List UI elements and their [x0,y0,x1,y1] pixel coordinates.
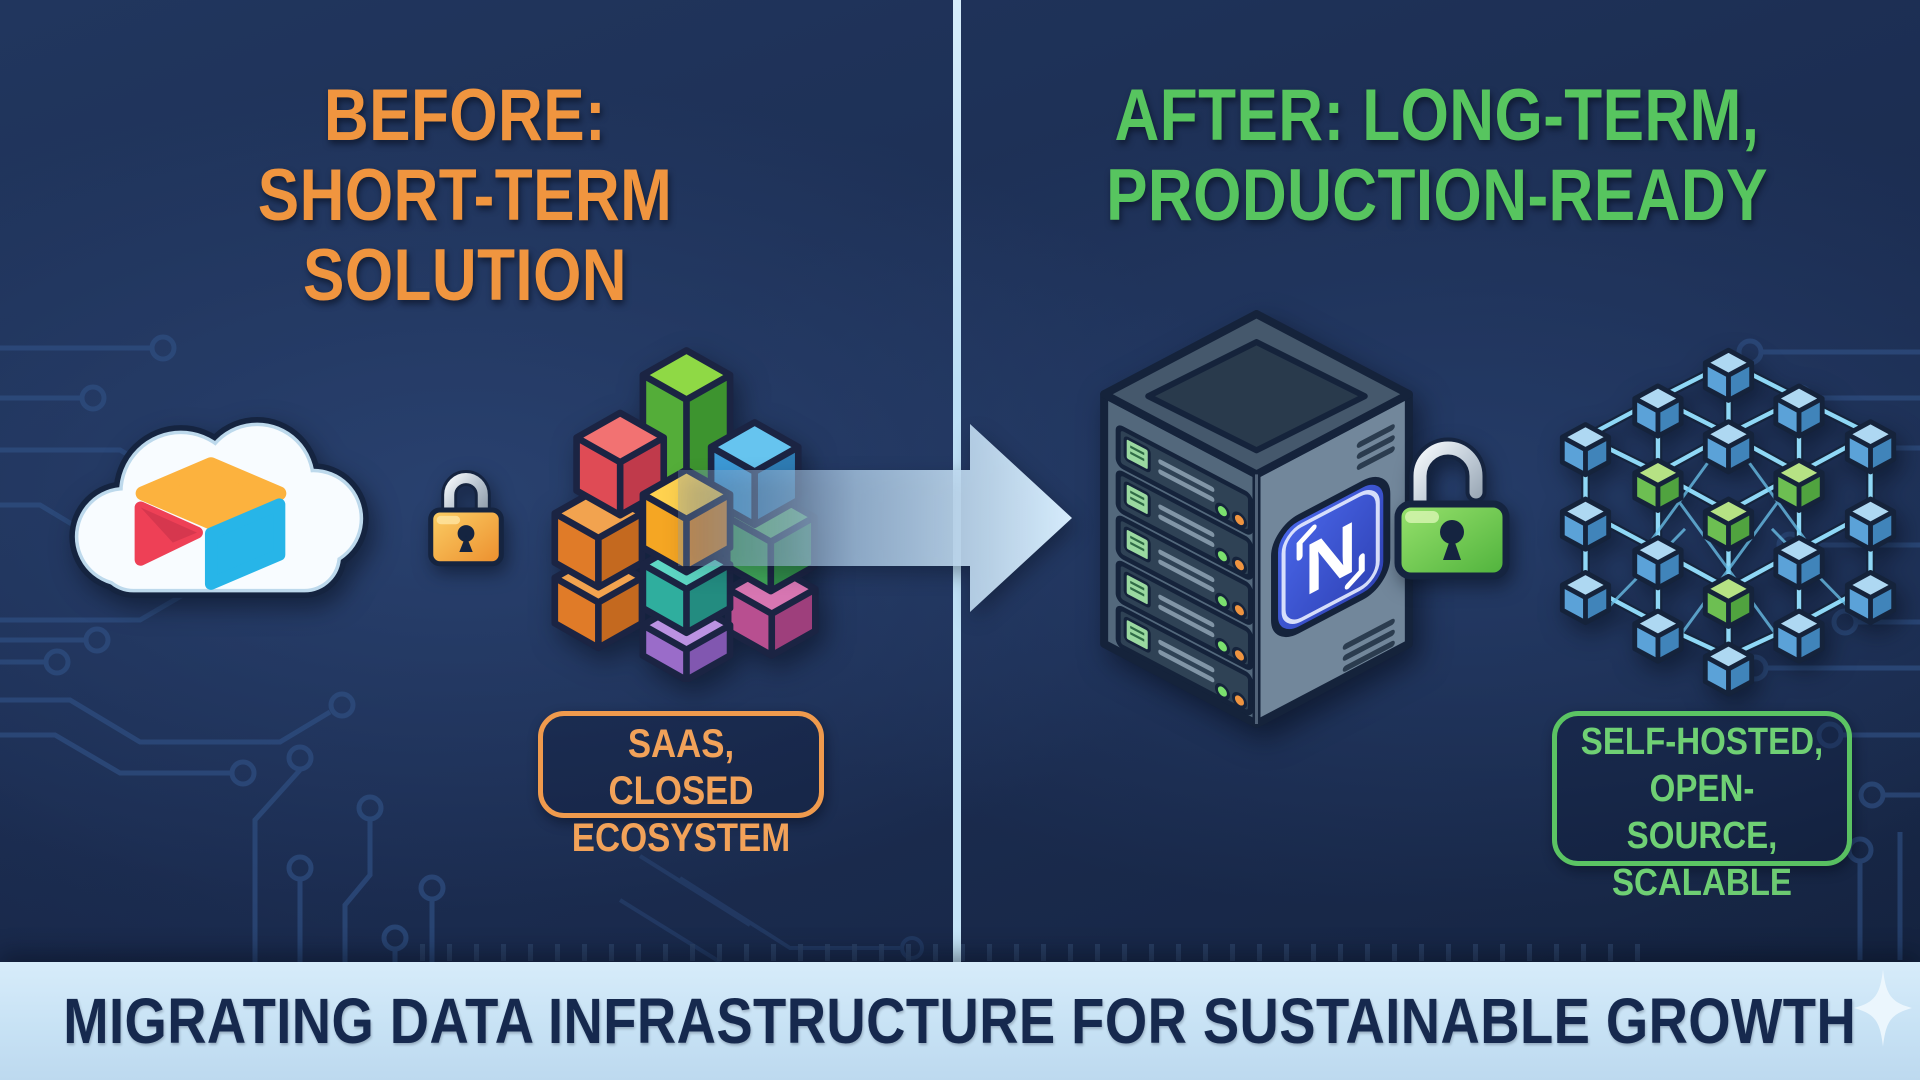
after-badge-line3: SCALABLE [1611,862,1792,904]
after-heading: AFTER: LONG-TERM, PRODUCTION-READY [1032,76,1842,236]
server-vents [1342,424,1395,672]
before-heading: BEFORE: SHORT-TERM SOLUTION [60,76,870,316]
before-badge: SAAS, CLOSED ECOSYSTEM [538,711,824,860]
banner-top-circuit-ticks [420,944,1660,961]
before-badge-line1: SAAS, CLOSED [608,722,754,813]
locked-padlock-icon [428,470,504,567]
after-heading-line2: PRODUCTION-READY [1106,155,1768,236]
after-heading-line1: AFTER: LONG-TERM, [1114,75,1760,156]
nocodb-logo-icon: N [1271,476,1391,638]
migration-arrow-icon [678,424,1072,612]
after-badge-line2: OPEN-SOURCE, [1626,768,1778,857]
unlocked-padlock-icon [1394,437,1510,580]
before-heading-line2: SHORT-TERM SOLUTION [257,155,673,316]
banner: MIGRATING DATA INFRASTRUCTURE FOR SUSTAI… [0,962,1920,1080]
server-rack-icon: N [1100,310,1413,728]
server-bay-details [1123,436,1248,712]
sparkle-icon [1854,969,1912,1047]
airtable-logo-icon [134,457,287,590]
after-badge: SELF-HOSTED, OPEN-SOURCE, SCALABLE [1552,711,1852,904]
banner-title: MIGRATING DATA INFRASTRUCTURE FOR SUSTAI… [63,985,1857,1057]
before-badge-line2: ECOSYSTEM [571,816,791,860]
server-bays [1115,425,1253,716]
cloud-saas-icon [60,406,372,622]
after-badge-line1: SELF-HOSTED, [1580,721,1824,763]
cube-network-icon [1559,347,1897,697]
before-heading-line1: BEFORE: [323,75,607,156]
